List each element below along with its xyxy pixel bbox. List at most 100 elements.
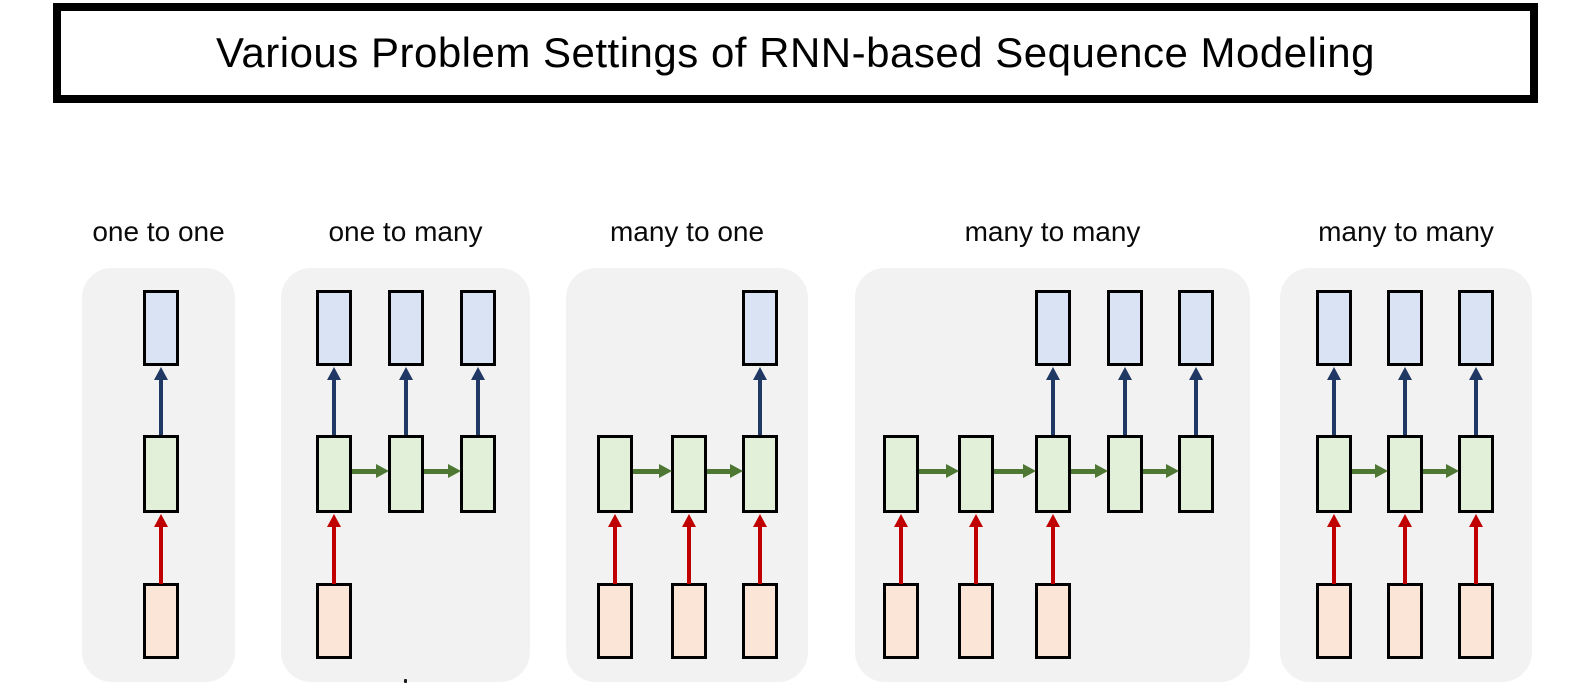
output-box-col1-one-to-many-2: [316, 290, 352, 366]
output-arrow-col5-many-to-many-4-shaft: [1194, 378, 1198, 436]
recurrent-arrow-3-many-to-many-4-head: [1095, 464, 1108, 478]
page-title: Various Problem Settings of RNN-based Se…: [216, 29, 1375, 76]
input-arrow-col1-many-to-one-3-shaft: [613, 525, 617, 584]
output-arrow-col1-one-to-many-2: [327, 367, 341, 436]
input-box-col2-many-to-one-3: [671, 583, 707, 659]
recurrent-arrow-2-many-to-many-4: [994, 464, 1036, 478]
recurrent-arrow-2-many-to-many-5-shaft: [1423, 469, 1448, 474]
input-arrow-col1-one-to-many-2-head: [327, 514, 341, 527]
input-box-col2-many-to-many-4: [958, 583, 994, 659]
output-arrow-col3-many-to-one-3: [753, 367, 767, 436]
hidden-state-box-col2-one-to-many-2: [388, 435, 424, 513]
recurrent-arrow-2-many-to-one-3-head: [730, 464, 743, 478]
output-arrow-col3-one-to-many-2-shaft: [476, 378, 480, 436]
stray-mark: [404, 679, 407, 683]
output-arrow-col2-many-to-many-5: [1398, 367, 1412, 436]
input-box-col1-many-to-many-4: [883, 583, 919, 659]
input-arrow-col1-one-to-one-1-shaft: [159, 525, 163, 584]
panel-label-one-to-many-2: one to many: [328, 216, 483, 247]
recurrent-arrow-4-many-to-many-4-shaft: [1143, 469, 1168, 474]
panel-label-many-to-one-3: many to one: [609, 216, 765, 247]
recurrent-arrow-1-many-to-one-3: [633, 464, 672, 478]
input-arrow-col2-many-to-many-4: [969, 514, 983, 584]
input-box-col1-many-to-many-5: [1316, 583, 1352, 659]
recurrent-arrow-2-many-to-one-3: [707, 464, 743, 478]
output-box-col3-many-to-many-5: [1458, 290, 1494, 366]
input-arrow-col1-many-to-one-3: [608, 514, 622, 584]
input-box-col3-many-to-many-4: [1035, 583, 1071, 659]
input-arrow-col1-many-to-one-3-head: [608, 514, 622, 527]
input-arrow-col2-many-to-many-5-head: [1398, 514, 1412, 527]
output-arrow-col3-many-to-many-5-shaft: [1474, 378, 1478, 436]
input-arrow-col2-many-to-many-4-head: [969, 514, 983, 527]
hidden-state-box-col1-many-to-one-3: [597, 435, 633, 513]
recurrent-arrow-1-one-to-many-2: [352, 464, 389, 478]
output-box-col4-many-to-many-4: [1107, 290, 1143, 366]
output-arrow-col2-one-to-many-2-shaft: [404, 378, 408, 436]
output-arrow-col4-many-to-many-4-shaft: [1123, 378, 1127, 436]
output-arrow-col3-many-to-one-3-shaft: [758, 378, 762, 436]
panel-label-one-to-one-1: one to one: [92, 216, 225, 247]
input-arrow-col1-one-to-one-1-head: [154, 514, 168, 527]
input-arrow-col2-many-to-one-3-head: [682, 514, 696, 527]
hidden-state-box-col1-many-to-many-5: [1316, 435, 1352, 513]
hidden-state-box-col2-many-to-many-4: [958, 435, 994, 513]
input-arrow-col1-one-to-one-1: [154, 514, 168, 584]
recurrent-arrow-1-many-to-one-3-shaft: [633, 469, 661, 474]
input-arrow-col3-many-to-one-3: [753, 514, 767, 584]
panel-label-many-to-many-5: many to many: [1318, 216, 1494, 247]
output-arrow-col3-many-to-many-4-head: [1046, 367, 1060, 380]
recurrent-arrow-2-one-to-many-2-head: [448, 464, 461, 478]
recurrent-arrow-1-many-to-many-4: [919, 464, 959, 478]
output-arrow-col2-one-to-many-2-head: [399, 367, 413, 380]
output-box-col3-many-to-many-4: [1035, 290, 1071, 366]
output-arrow-col1-one-to-one-1-head: [154, 367, 168, 380]
input-arrow-col1-many-to-many-4-shaft: [899, 525, 903, 584]
input-arrow-col3-many-to-many-4-shaft: [1051, 525, 1055, 584]
output-arrow-col1-many-to-many-5-head: [1327, 367, 1341, 380]
recurrent-arrow-4-many-to-many-4-head: [1166, 464, 1179, 478]
recurrent-arrow-1-one-to-many-2-shaft: [352, 469, 378, 474]
output-arrow-col3-one-to-many-2-head: [471, 367, 485, 380]
recurrent-arrow-2-many-to-many-5: [1423, 464, 1459, 478]
input-box-col1-one-to-many-2: [316, 583, 352, 659]
output-arrow-col3-many-to-many-4-shaft: [1051, 378, 1055, 436]
input-arrow-col2-many-to-one-3-shaft: [687, 525, 691, 584]
output-arrow-col1-one-to-many-2-shaft: [332, 378, 336, 436]
recurrent-arrow-1-many-to-many-4-shaft: [919, 469, 948, 474]
output-arrow-col1-many-to-many-5: [1327, 367, 1341, 436]
input-arrow-col2-many-to-many-4-shaft: [974, 525, 978, 584]
output-arrow-col1-many-to-many-5-shaft: [1332, 378, 1336, 436]
output-arrow-col5-many-to-many-4-head: [1189, 367, 1203, 380]
input-box-col3-many-to-one-3: [742, 583, 778, 659]
output-box-col2-one-to-many-2: [388, 290, 424, 366]
output-arrow-col4-many-to-many-4: [1118, 367, 1132, 436]
input-arrow-col3-many-to-one-3-shaft: [758, 525, 762, 584]
output-arrow-col3-many-to-many-5-head: [1469, 367, 1483, 380]
input-arrow-col1-one-to-many-2-shaft: [332, 525, 336, 584]
input-box-col1-many-to-one-3: [597, 583, 633, 659]
output-box-col2-many-to-many-5: [1387, 290, 1423, 366]
output-arrow-col2-many-to-many-5-head: [1398, 367, 1412, 380]
hidden-state-box-col2-many-to-one-3: [671, 435, 707, 513]
output-box-col3-one-to-many-2: [460, 290, 496, 366]
hidden-state-box-col3-one-to-many-2: [460, 435, 496, 513]
input-arrow-col2-many-to-many-5: [1398, 514, 1412, 584]
recurrent-arrow-1-many-to-one-3-head: [659, 464, 672, 478]
input-arrow-col1-many-to-many-5-shaft: [1332, 525, 1336, 584]
hidden-state-box-col1-one-to-one-1: [143, 435, 179, 513]
input-box-col2-many-to-many-5: [1387, 583, 1423, 659]
input-arrow-col1-one-to-many-2: [327, 514, 341, 584]
output-arrow-col3-one-to-many-2: [471, 367, 485, 436]
output-box-col5-many-to-many-4: [1178, 290, 1214, 366]
hidden-state-box-col3-many-to-one-3: [742, 435, 778, 513]
output-arrow-col4-many-to-many-4-head: [1118, 367, 1132, 380]
input-arrow-col3-many-to-many-4: [1046, 514, 1060, 584]
output-arrow-col3-many-to-one-3-head: [753, 367, 767, 380]
panel-label-many-to-many-4: many to many: [964, 216, 1141, 247]
recurrent-arrow-2-many-to-many-5-head: [1446, 464, 1459, 478]
output-arrow-col1-one-to-many-2-head: [327, 367, 341, 380]
input-arrow-col3-many-to-many-5-shaft: [1474, 525, 1478, 584]
recurrent-arrow-4-many-to-many-4: [1143, 464, 1179, 478]
